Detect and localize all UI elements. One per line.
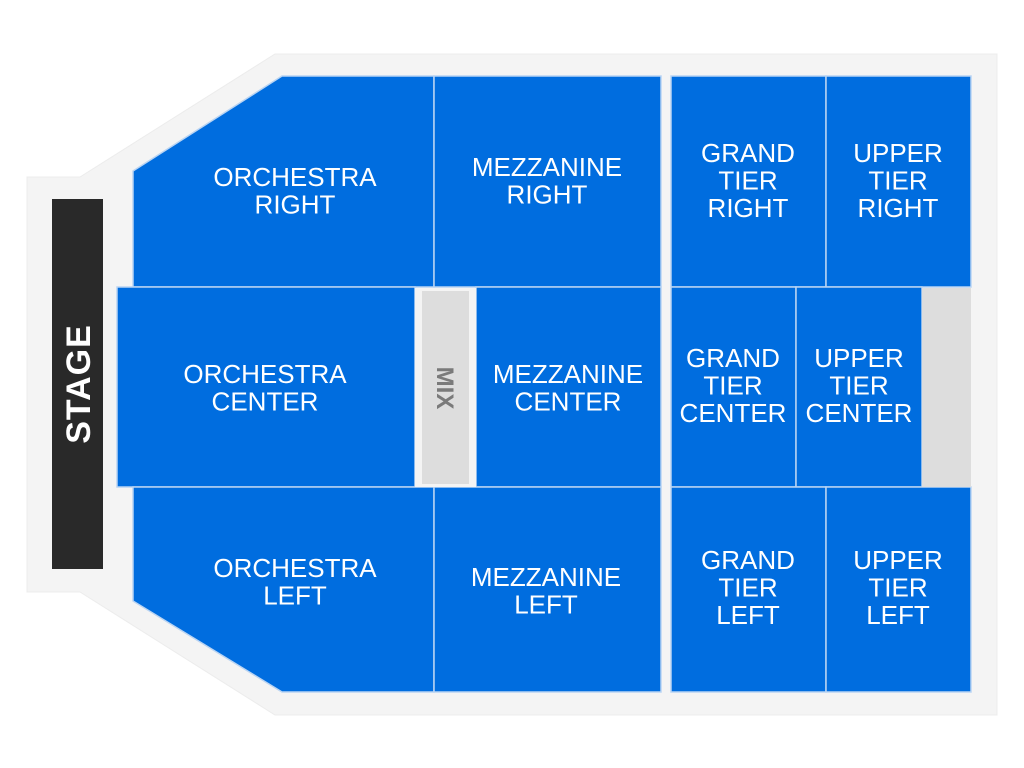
section-orchestra-left[interactable] [132,486,435,693]
section-grand-tier-center[interactable] [670,286,797,488]
unavailable-area [922,288,971,487]
stage-label: STAGE [60,324,98,444]
section-mezzanine-left[interactable] [433,486,662,693]
section-upper-tier-right[interactable] [825,75,972,288]
section-mezzanine-center[interactable] [475,286,662,488]
mix-booth-area [422,291,469,484]
section-upper-tier-center[interactable] [795,286,923,488]
section-grand-tier-left[interactable] [670,486,827,693]
section-upper-tier-left[interactable] [825,486,972,693]
section-grand-tier-right[interactable] [670,75,827,288]
mix-booth: MIX [415,288,476,487]
stage: STAGE [52,199,103,569]
mix-label: MIX [431,367,458,410]
section-mezzanine-right[interactable] [433,75,662,288]
stage-block [52,199,103,569]
section-orchestra-center[interactable] [116,286,416,488]
section-orchestra-right[interactable] [132,75,435,288]
